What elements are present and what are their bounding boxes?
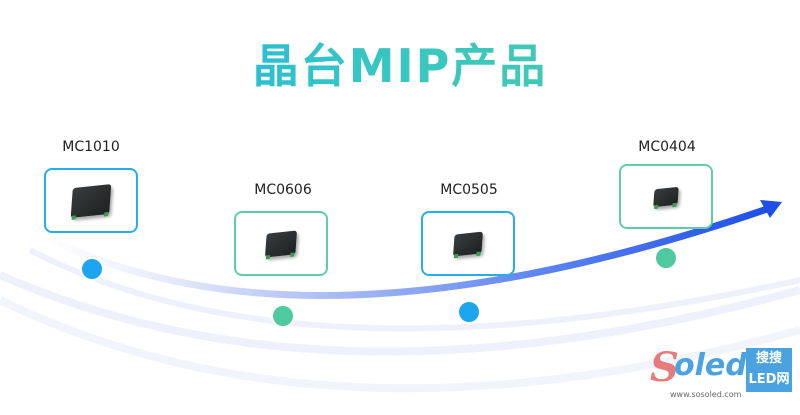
badge-line1: 搜搜: [755, 351, 782, 366]
led-chip-image: [264, 229, 298, 258]
faint-arc: [0, 271, 800, 356]
faint-arc: [28, 247, 800, 332]
product-label: MC0505: [440, 182, 498, 198]
product-card-mc0505: [421, 211, 515, 276]
logo-badge: 搜搜 LED网: [746, 348, 792, 392]
product-label: MC0606: [254, 182, 312, 198]
product-card-mc0606: [234, 211, 328, 276]
product-label: MC0404: [638, 139, 696, 155]
product-card-mc1010: [44, 168, 138, 233]
product-card-mc0404: [619, 164, 713, 229]
led-chip-image: [453, 231, 483, 256]
page-title: 晶台MIP产品: [0, 30, 800, 96]
product-label: MC1010: [62, 139, 120, 155]
progress-arrow: [31, 204, 774, 299]
timeline-dot: [80, 257, 104, 281]
led-chip-image: [653, 186, 679, 207]
logo-url: www.sosoled.com: [670, 390, 742, 399]
logo-brand-text: oled: [674, 348, 747, 383]
logo-brand: S: [650, 344, 679, 391]
badge-line2: LED网: [748, 372, 790, 387]
timeline-dot: [271, 304, 295, 328]
led-chip-image: [70, 183, 112, 218]
faint-arc: [0, 296, 800, 393]
watermark-logo: S oled 搜搜 LED网 www.sosoled.com: [650, 344, 800, 408]
arrow-head-icon: [760, 200, 782, 218]
timeline-dot: [457, 300, 481, 324]
timeline-dot: [654, 246, 678, 270]
